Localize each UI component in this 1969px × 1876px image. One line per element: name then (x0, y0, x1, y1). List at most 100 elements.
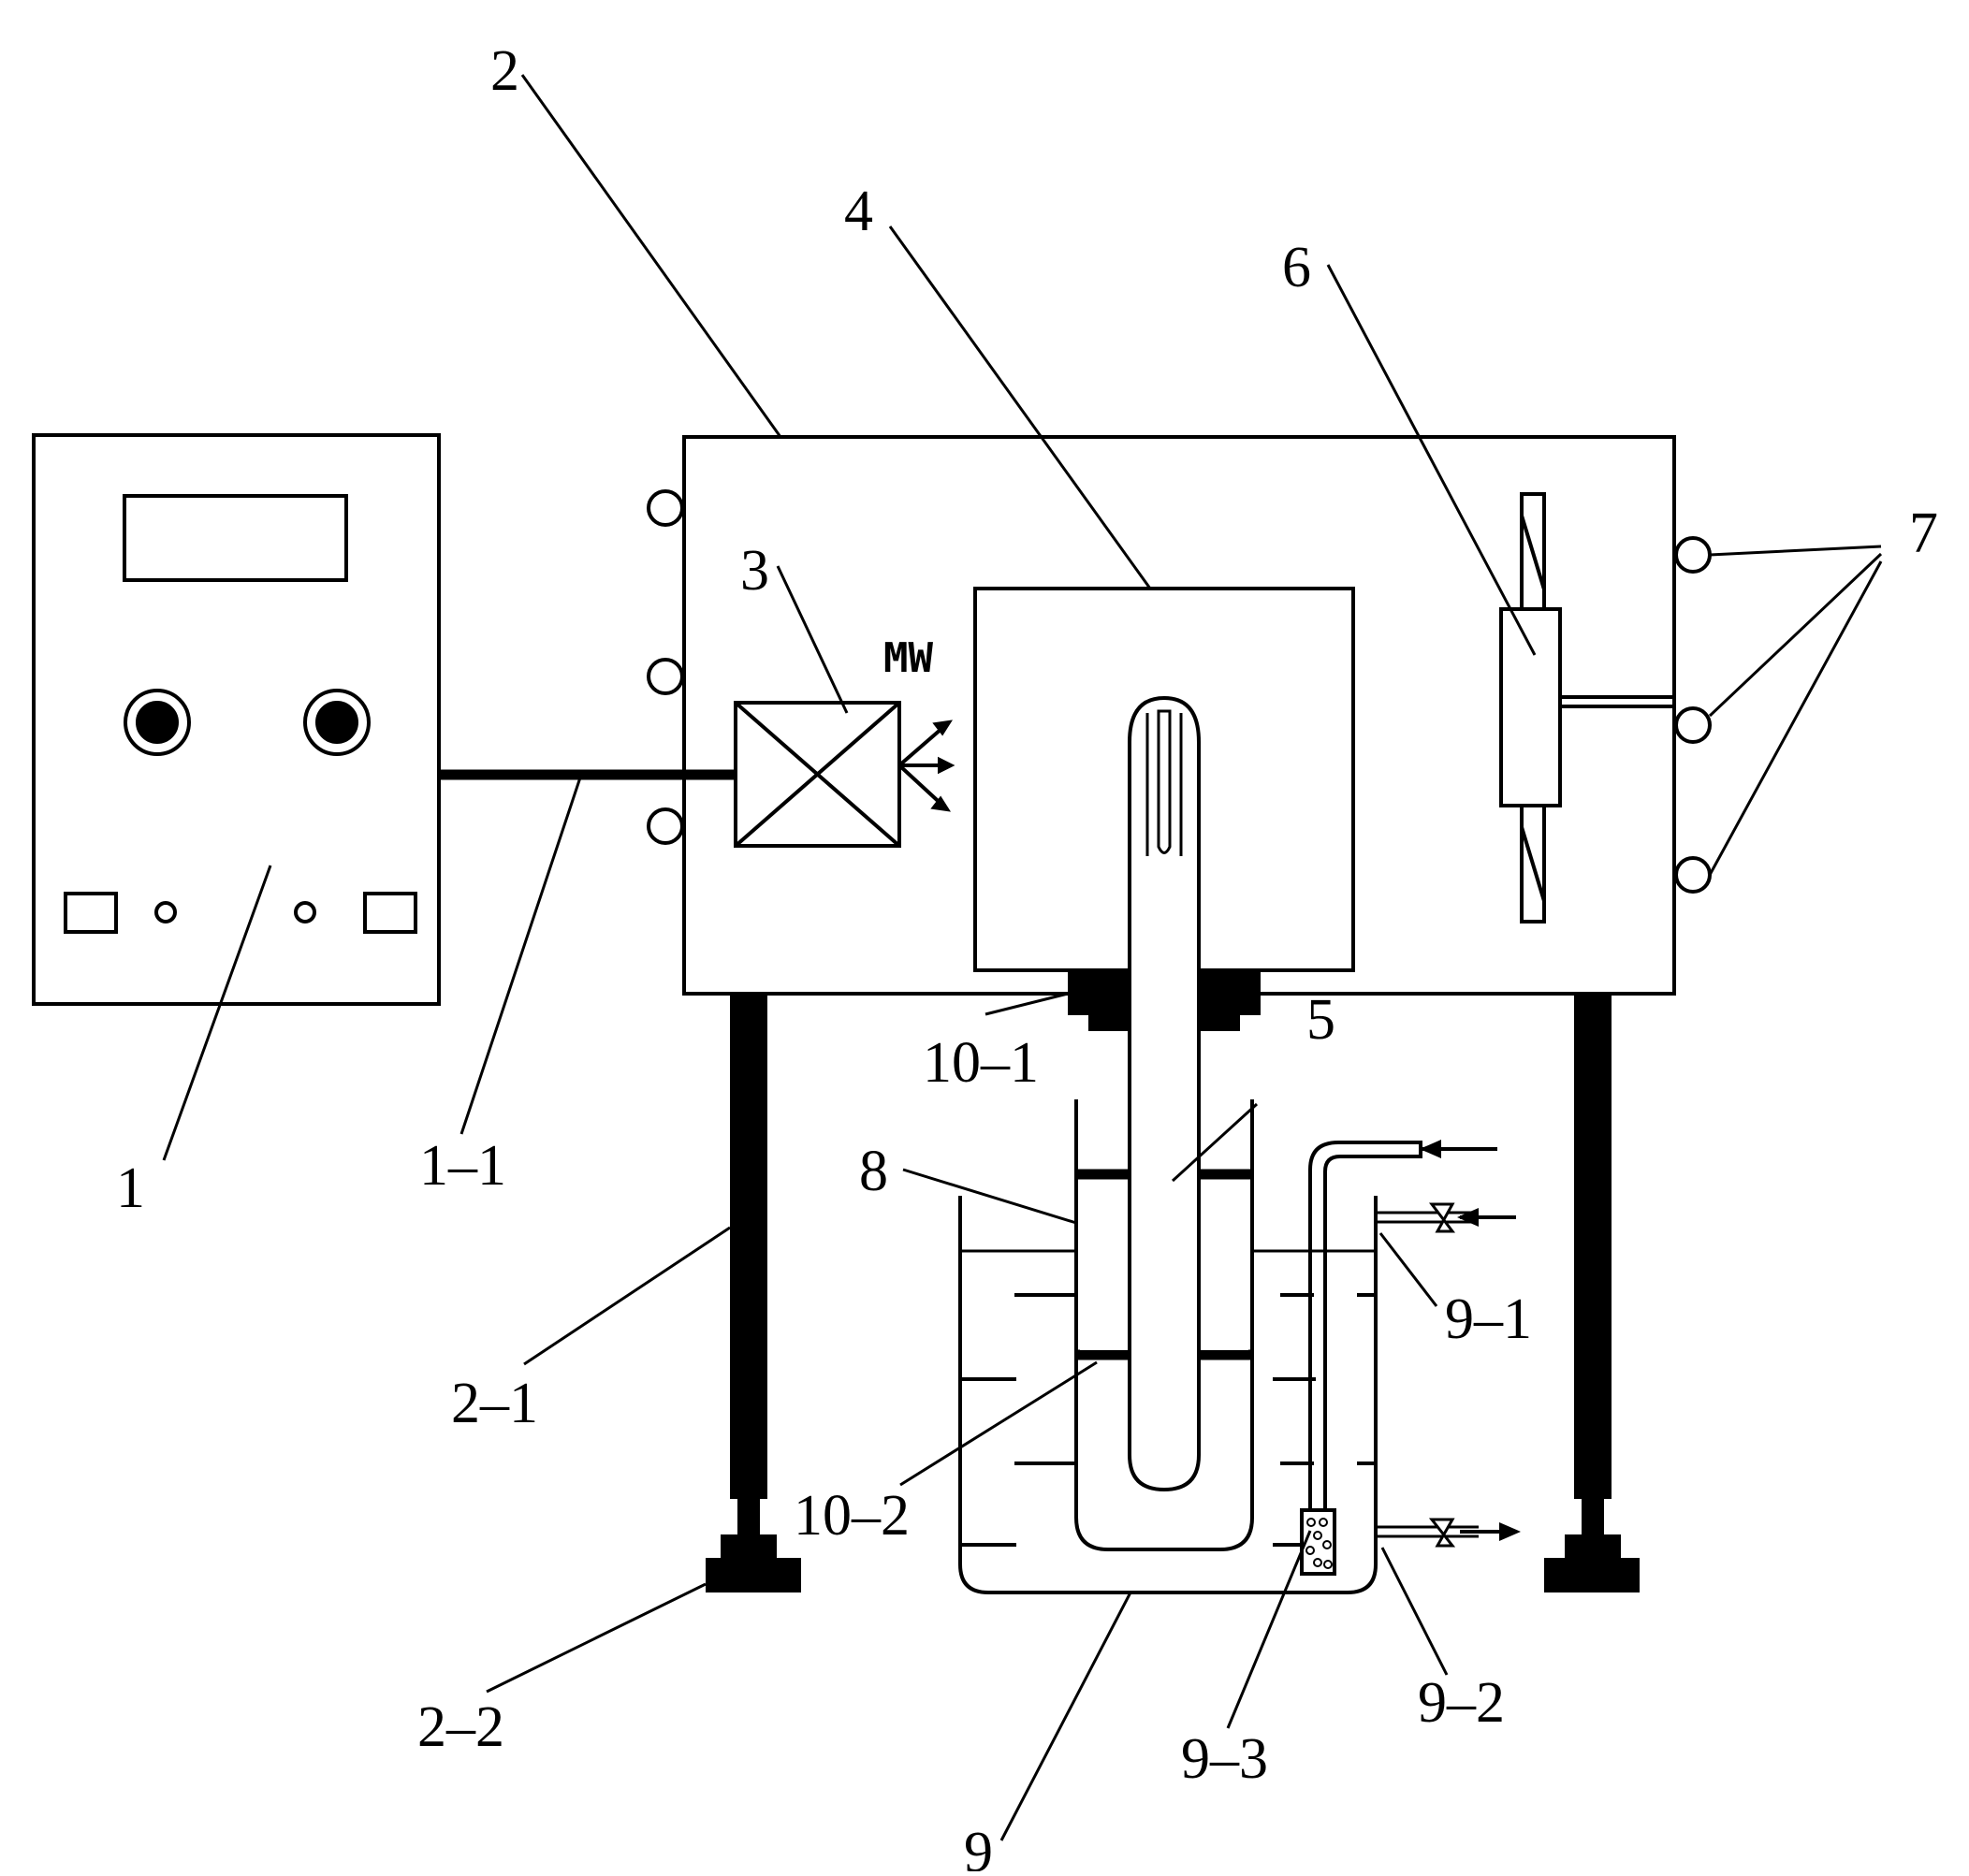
leader-2-2 (486, 1582, 707, 1694)
label-9-2: 9–2 (1418, 1671, 1505, 1735)
bubble-1 (1306, 1518, 1316, 1527)
fan-blade-bottom-edge (1520, 826, 1546, 902)
fan-motor (1499, 607, 1562, 807)
leader-7-c (1708, 560, 1883, 876)
left-indicator (154, 901, 177, 923)
vent-hole-1 (1674, 536, 1712, 574)
leader-2 (520, 74, 782, 438)
fan-blade-top (1520, 492, 1546, 611)
inner-rod (1157, 709, 1172, 854)
label-6: 6 (1282, 236, 1311, 299)
inlet-arrow-head (1457, 1207, 1479, 1228)
outlet-arrow-head (1499, 1521, 1521, 1542)
right-knob-center (315, 701, 358, 744)
leader-10-1 (984, 992, 1069, 1016)
label-8: 8 (859, 1140, 888, 1203)
mw-label: MW (883, 634, 933, 682)
bath-vessel (958, 1196, 1378, 1594)
label-9-1: 9–1 (1445, 1287, 1532, 1351)
part-labels: 1 1–1 2 2–1 2–2 3 4 5 6 7 8 9 9–1 9–2 9–… (116, 39, 1938, 1876)
leg-left (730, 994, 767, 1499)
water-outlet (1376, 1518, 1521, 1548)
arrow-head-up (932, 720, 954, 736)
leader-10-2 (899, 1360, 1098, 1487)
bubble-2 (1319, 1518, 1328, 1527)
foot-left-top (721, 1534, 777, 1558)
leader-9 (999, 1592, 1132, 1841)
label-2-1: 2–1 (451, 1372, 538, 1435)
label-7: 7 (1909, 502, 1938, 565)
control-unit-body (32, 433, 441, 1006)
left-knob-center (136, 701, 179, 744)
arrow-head-mid (938, 756, 955, 775)
magnetron: MW (734, 634, 955, 848)
foot-left (706, 1558, 801, 1592)
control-display (123, 494, 348, 582)
magnetron-box (734, 701, 901, 848)
outlet-valve (1428, 1518, 1456, 1548)
flange-left (1068, 970, 1130, 1015)
gas-inlet-arrow-head (1420, 1139, 1441, 1159)
left-vent-hole-2 (647, 658, 684, 695)
leader-8 (902, 1168, 1077, 1225)
bubble-5 (1305, 1546, 1315, 1555)
leader-4 (888, 225, 1152, 589)
leg-right (1574, 994, 1612, 1499)
flange-10-1 (1068, 970, 1261, 1031)
label-2-2: 2–2 (417, 1695, 504, 1759)
label-1-1: 1–1 (419, 1134, 506, 1198)
leader-7-a (1709, 545, 1882, 557)
bubble-4 (1322, 1540, 1332, 1549)
gas-diffuser (1300, 1508, 1336, 1576)
inner-rod-walls (1145, 713, 1183, 856)
leader-lines (162, 74, 1883, 1841)
leg-left-neck (737, 1499, 760, 1534)
foot-right-top (1565, 1534, 1621, 1558)
vent-hole-3 (1674, 856, 1712, 894)
left-knob (124, 689, 191, 756)
leader-1 (162, 865, 272, 1161)
fan-blade-top-edge (1520, 515, 1546, 590)
cabinet-legs (706, 994, 1640, 1592)
leader-5 (1171, 1102, 1259, 1183)
leader-3 (776, 565, 849, 714)
flange-left-lower (1088, 1011, 1130, 1031)
vent-hole-2 (1674, 706, 1712, 744)
label-9-3: 9–3 (1181, 1727, 1268, 1791)
right-knob (303, 689, 371, 756)
left-switch (64, 892, 118, 934)
label-9: 9 (964, 1821, 993, 1871)
label-5: 5 (1306, 988, 1335, 1052)
reaction-tube (1128, 695, 1201, 1492)
flange-right-lower (1199, 1011, 1240, 1031)
bubble-7 (1323, 1560, 1333, 1569)
leader-9-1 (1378, 1232, 1438, 1307)
leader-1-1 (459, 774, 583, 1135)
arrow-head-down (930, 795, 952, 812)
right-indicator (294, 901, 316, 923)
control-unit (32, 433, 441, 1006)
leader-2-1 (523, 1226, 731, 1366)
label-1: 1 (116, 1156, 145, 1220)
right-switch (363, 892, 417, 934)
label-3: 3 (740, 539, 769, 603)
left-vent-hole-3 (647, 807, 684, 845)
leader-7-b (1708, 552, 1883, 718)
leader-9-2 (1380, 1547, 1449, 1676)
leader-6 (1326, 264, 1537, 656)
outer-u-tube (1074, 1099, 1254, 1551)
label-10-1: 10–1 (923, 1031, 1039, 1095)
fan (1499, 492, 1674, 923)
label-4: 4 (844, 180, 873, 243)
foot-right (1544, 1558, 1640, 1592)
left-vent-hole-1 (647, 489, 684, 527)
bubble-6 (1313, 1558, 1322, 1567)
magnetron-cross-b (734, 701, 901, 848)
label-10-2: 10–2 (794, 1484, 910, 1548)
inlet-valve (1428, 1202, 1456, 1233)
water-inlet (1376, 1202, 1516, 1233)
bubble-3 (1313, 1531, 1322, 1540)
label-2: 2 (490, 39, 519, 103)
